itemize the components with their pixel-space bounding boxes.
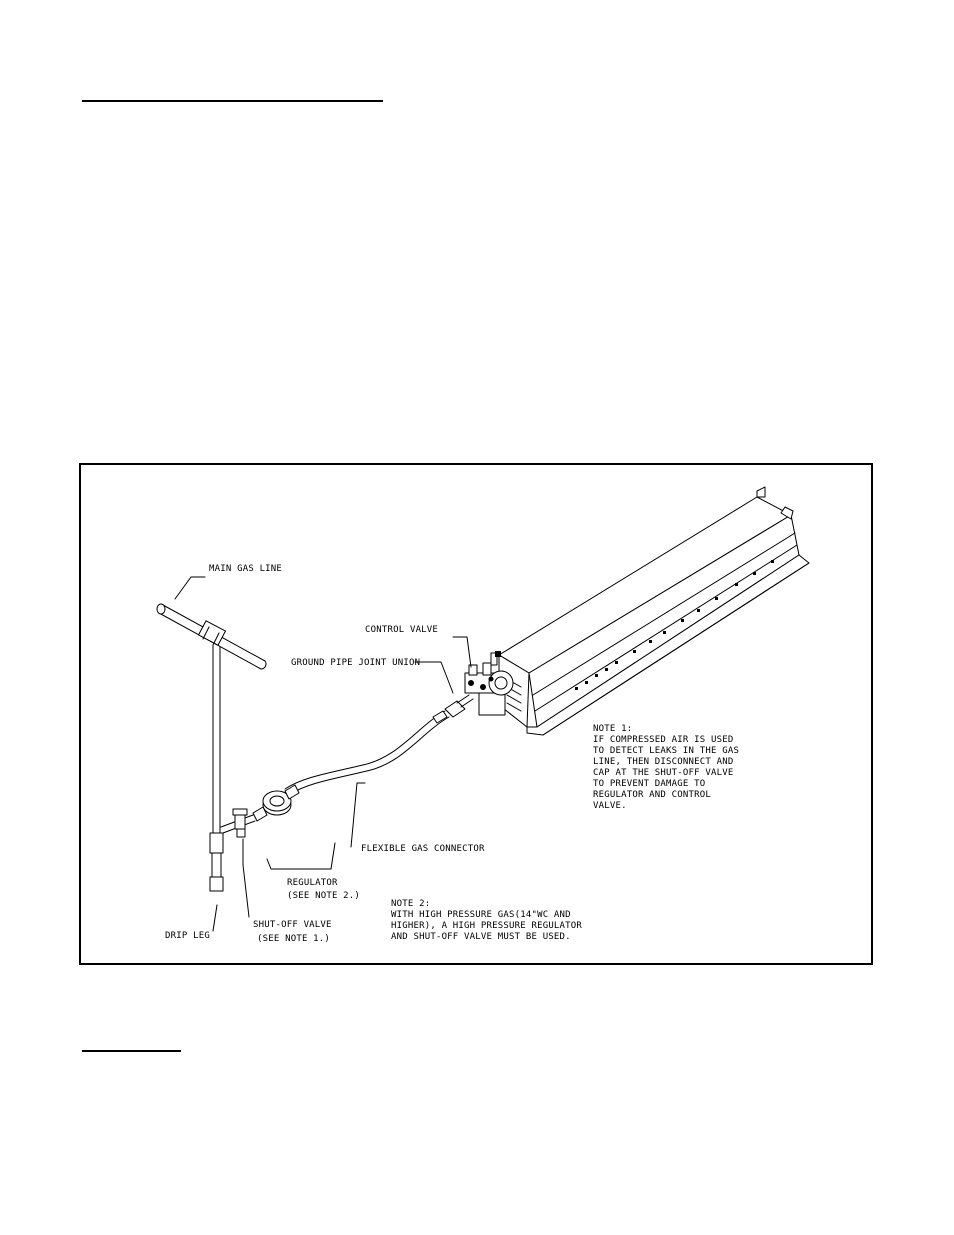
heater-body (498, 486, 810, 736)
reflector-studs (575, 560, 774, 690)
note-1: NOTE 1: IF COMPRESSED AIR IS USED TO DET… (593, 724, 739, 811)
label-shut-off-valve: SHUT-OFF VALVE (253, 920, 332, 930)
shut-off-valve (220, 808, 256, 838)
note-1-line: REGULATOR AND CONTROL (593, 790, 711, 800)
note-2-line: WITH HIGH PRESSURE GAS(14"WC AND (391, 910, 571, 920)
note-1-line: TO PREVENT DAMAGE TO (593, 779, 705, 789)
flexible-gas-connector (284, 710, 450, 796)
note-1-line: CAP AT THE SHUT-OFF VALVE (593, 768, 733, 778)
label-regulator-note: (SEE NOTE 2.) (287, 891, 360, 901)
main-gas-line (156, 603, 267, 670)
heading-underline-top (82, 100, 383, 102)
note-1-line: IF COMPRESSED AIR IS USED (593, 735, 733, 745)
label-ground-pipe-joint-union: GROUND PIPE JOINT UNION (291, 658, 420, 668)
note-1-line: VALVE. (593, 801, 627, 811)
regulator (252, 784, 300, 822)
label-regulator: REGULATOR (287, 878, 338, 888)
label-flexible-gas-connector: FLEXIBLE GAS CONNECTOR (361, 844, 485, 854)
drip-leg-pipe (209, 644, 224, 892)
note-2: NOTE 2: WITH HIGH PRESSURE GAS(14"WC AND… (391, 899, 582, 942)
gas-connection-diagram: MAIN GAS LINE CONTROL VALVE GROUND PIPE … (79, 463, 873, 965)
ground-pipe-joint-union (444, 694, 474, 718)
note-2-title: NOTE 2: (391, 899, 430, 909)
control-valve-assembly (464, 651, 514, 716)
label-control-valve: CONTROL VALVE (365, 625, 438, 635)
note-2-line: HIGHER), A HIGH PRESSURE REGULATOR (391, 921, 582, 931)
note-1-line: LINE, THEN DISCONNECT AND (593, 757, 733, 767)
heading-underline-bottom (82, 1050, 181, 1052)
note-1-title: NOTE 1: (593, 724, 632, 734)
label-main-gas-line: MAIN GAS LINE (209, 564, 282, 574)
label-shut-off-valve-note: (SEE NOTE 1.) (257, 934, 330, 944)
leader-lines (174, 576, 472, 932)
note-2-line: AND SHUT-OFF VALVE MUST BE USED. (391, 932, 571, 942)
note-1-line: TO DETECT LEAKS IN THE GAS (593, 746, 739, 756)
label-drip-leg: DRIP LEG (165, 931, 210, 941)
